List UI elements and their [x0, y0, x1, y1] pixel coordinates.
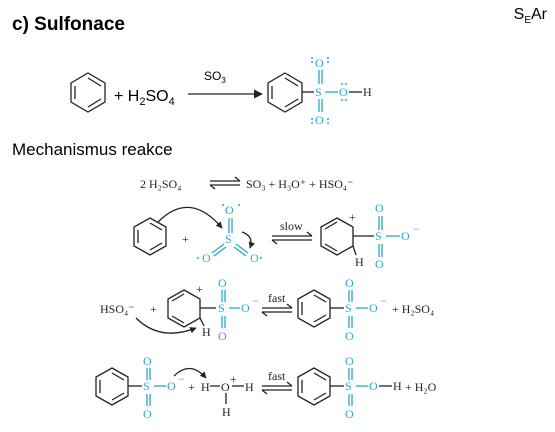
svg-text:S: S [218, 301, 225, 315]
equilibrium-right: SO₃ + H₃O⁺ + HSO₄⁻ [246, 177, 353, 191]
svg-text:O: O [225, 203, 234, 217]
svg-text:O: O [143, 354, 152, 368]
benzene-step1 [133, 217, 167, 256]
svg-text:H: H [202, 325, 211, 339]
svg-text:+: + [349, 210, 356, 224]
svg-text:H: H [201, 380, 210, 394]
hydronium-ion: H O + H H [201, 372, 254, 419]
oxygen-atom: O [315, 113, 324, 127]
reagent-formula: + H2SO4 [114, 88, 175, 108]
svg-text:O: O [143, 407, 152, 421]
benzene-reactant [70, 72, 106, 113]
section-title: c) Sulfonace [12, 14, 125, 35]
svg-text:O: O [369, 301, 378, 315]
plus-sign: + [182, 232, 189, 246]
svg-text:−: − [413, 222, 420, 236]
sulfonate-anion: S O O O − [297, 276, 387, 343]
curved-arrow [135, 317, 197, 334]
svg-text:−: − [178, 372, 185, 386]
step1-label: slow [280, 219, 303, 233]
step2-arrows [261, 303, 293, 317]
mechanism-type-tail: Ar [531, 6, 547, 23]
svg-text:S: S [375, 229, 382, 243]
curved-arrow [157, 206, 223, 229]
svg-text:O: O [202, 251, 211, 265]
equilibrium-left: 2 H₂SO₄ [140, 177, 181, 191]
svg-text:H: H [393, 379, 402, 393]
svg-text:+: + [196, 282, 203, 296]
svg-text:O: O [218, 276, 227, 290]
svg-text:−: − [252, 294, 259, 308]
svg-text:−: − [380, 294, 387, 308]
svg-text:H: H [222, 405, 231, 419]
svg-text:O: O [345, 407, 354, 421]
sulfur-atom: S [315, 85, 322, 99]
plus-sign: + [188, 380, 195, 394]
catalyst-label: SO3 [204, 69, 226, 85]
equilibrium-arrows [209, 176, 241, 190]
mechanism-subheading: Mechanismus reakce [12, 140, 173, 159]
water: + H₂O [405, 380, 437, 394]
hso4-anion: HSO₄⁻ [100, 302, 135, 316]
svg-text:S: S [345, 379, 352, 393]
step3-label: fast [268, 369, 286, 383]
svg-text:+: + [230, 372, 237, 386]
svg-text:O: O [221, 380, 230, 394]
sulfonate-step3: S O O O − [95, 354, 185, 421]
svg-text:S: S [345, 301, 352, 315]
sulfuric-acid: + H₂SO₄ [392, 302, 434, 316]
sulfonic-acid-product: S O O O H [267, 56, 372, 127]
svg-text:O: O [218, 329, 227, 343]
svg-text:O: O [345, 354, 354, 368]
svg-text:O: O [345, 329, 354, 343]
svg-text:O: O [401, 229, 410, 243]
svg-text:O: O [345, 276, 354, 290]
svg-text:O: O [369, 379, 378, 393]
svg-text:O: O [375, 257, 384, 271]
oxygen-atom: O [339, 85, 348, 99]
mechanism-type-subscript: E [524, 15, 531, 27]
sigma-complex-step2: + H S O O O − [167, 276, 259, 343]
svg-text:O: O [250, 251, 259, 265]
step1-arrows [271, 231, 313, 245]
mechanism-type-label: SEAr [514, 6, 547, 26]
svg-text:S: S [225, 232, 232, 246]
svg-text:O: O [241, 301, 250, 315]
mechanism-type-letter: S [513, 6, 525, 23]
plus-sign: + [150, 302, 157, 316]
svg-text:O: O [167, 379, 176, 393]
svg-text:H: H [245, 380, 254, 394]
hydrogen-atom: H [363, 85, 372, 99]
curved-arrow [173, 367, 207, 379]
sigma-complex: + H S O O O − [320, 201, 420, 271]
svg-text:H: H [355, 255, 364, 269]
sulfonic-acid-final: S O O O H [297, 354, 402, 421]
step3-arrows [261, 381, 293, 395]
svg-text:O: O [375, 201, 384, 215]
svg-text:S: S [143, 379, 150, 393]
sulfur-trioxide: S O O O [197, 203, 262, 265]
oxygen-atom: O [315, 56, 324, 70]
step2-label: fast [268, 291, 286, 305]
